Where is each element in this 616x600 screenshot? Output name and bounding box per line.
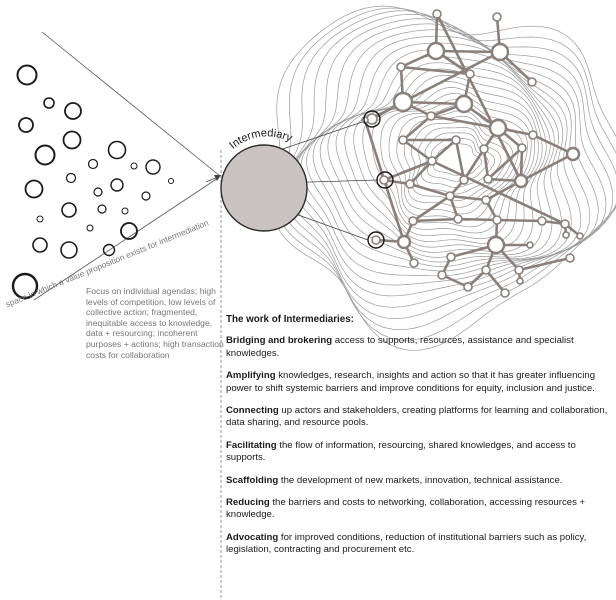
actor-circle bbox=[33, 238, 47, 252]
network-node bbox=[482, 266, 490, 274]
network-edge bbox=[413, 219, 458, 221]
actor-circle bbox=[65, 103, 81, 119]
network-node bbox=[397, 63, 405, 71]
network-edge bbox=[458, 219, 497, 220]
contour-ring bbox=[296, 30, 590, 285]
actor-circle bbox=[87, 225, 93, 231]
actor-circle bbox=[61, 242, 77, 258]
network-node bbox=[527, 242, 533, 248]
network-node bbox=[538, 217, 546, 225]
network-node bbox=[528, 78, 536, 86]
network-edge bbox=[403, 140, 432, 161]
intermediary-circle bbox=[221, 145, 307, 231]
network-node bbox=[433, 10, 441, 18]
network-node bbox=[529, 131, 537, 139]
work-item-reducing: Reducing the barriers and costs to netwo… bbox=[226, 497, 610, 522]
network-node bbox=[372, 236, 380, 244]
actor-circle bbox=[169, 179, 174, 184]
network-node bbox=[563, 232, 569, 238]
network-edge bbox=[521, 154, 573, 181]
actor-circle bbox=[146, 160, 160, 174]
network-node bbox=[567, 148, 579, 160]
network-edge bbox=[410, 184, 450, 196]
network-node bbox=[501, 289, 509, 297]
network-node bbox=[515, 175, 527, 187]
network-edge bbox=[450, 196, 486, 200]
network-node bbox=[438, 271, 446, 279]
network-node bbox=[515, 266, 523, 274]
network-edge bbox=[403, 116, 431, 140]
network-node bbox=[566, 254, 574, 262]
network-node bbox=[577, 233, 583, 239]
network-node bbox=[410, 259, 418, 267]
actor-circle bbox=[94, 188, 102, 196]
network-node bbox=[482, 196, 490, 204]
work-item-scaffolding: Scaffolding the development of new marke… bbox=[226, 475, 610, 487]
network-node bbox=[409, 217, 417, 225]
actor-circle bbox=[26, 181, 43, 198]
actor-circle bbox=[36, 146, 55, 165]
network-node bbox=[464, 283, 472, 291]
actor-circle bbox=[131, 163, 137, 169]
actor-circle bbox=[142, 192, 150, 200]
focus-description: Focus on individual agendas; high levels… bbox=[86, 286, 226, 360]
network-node bbox=[490, 120, 506, 136]
network-node bbox=[466, 70, 474, 78]
actor-circle bbox=[122, 208, 128, 214]
network-node bbox=[493, 216, 501, 224]
work-item-facilitating: Facilitating the flow of information, re… bbox=[226, 440, 610, 465]
work-item-bridging: Bridging and brokering access to support… bbox=[226, 335, 610, 360]
network-node bbox=[492, 44, 508, 60]
network-node bbox=[452, 136, 460, 144]
network-node bbox=[380, 176, 388, 184]
network-node bbox=[427, 112, 435, 120]
actor-circle bbox=[109, 142, 126, 159]
work-item-advocating: Advocating for improved conditions, redu… bbox=[226, 532, 610, 557]
network-edge bbox=[436, 51, 500, 52]
work-item-connecting: Connecting up actors and stakeholders, c… bbox=[226, 405, 610, 430]
network-node bbox=[460, 176, 468, 184]
actor-circle bbox=[64, 132, 81, 149]
actor-circle bbox=[18, 66, 37, 85]
network-node bbox=[428, 157, 436, 165]
network-node bbox=[561, 220, 569, 228]
network-node bbox=[493, 13, 501, 21]
network-node bbox=[517, 278, 523, 284]
network-edge bbox=[497, 220, 542, 221]
network-node bbox=[398, 236, 410, 248]
actor-circle bbox=[67, 174, 76, 183]
network-node bbox=[446, 192, 454, 200]
network-node bbox=[454, 215, 462, 223]
actor-circle bbox=[19, 118, 33, 132]
actor-circle bbox=[98, 205, 106, 213]
work-title: The work of Intermediaries: bbox=[226, 314, 610, 326]
network-node bbox=[447, 253, 455, 261]
contour-ring bbox=[320, 56, 554, 262]
actor-circle bbox=[44, 98, 54, 108]
actor-circle bbox=[111, 179, 123, 191]
network-node bbox=[484, 175, 492, 183]
network-node bbox=[394, 93, 412, 111]
actor-circle bbox=[37, 216, 43, 222]
network-node bbox=[428, 43, 444, 59]
network-node bbox=[406, 180, 414, 188]
network-node bbox=[480, 145, 488, 153]
network-node bbox=[488, 237, 504, 253]
network-node bbox=[399, 136, 407, 144]
network-node bbox=[518, 144, 526, 152]
actor-circle bbox=[89, 160, 98, 169]
network-node bbox=[456, 96, 472, 112]
work-item-amplifying: Amplifying knowledges, research, insight… bbox=[226, 370, 610, 395]
work-section: The work of Intermediaries: Bridging and… bbox=[226, 314, 610, 567]
actor-circle bbox=[62, 203, 76, 217]
